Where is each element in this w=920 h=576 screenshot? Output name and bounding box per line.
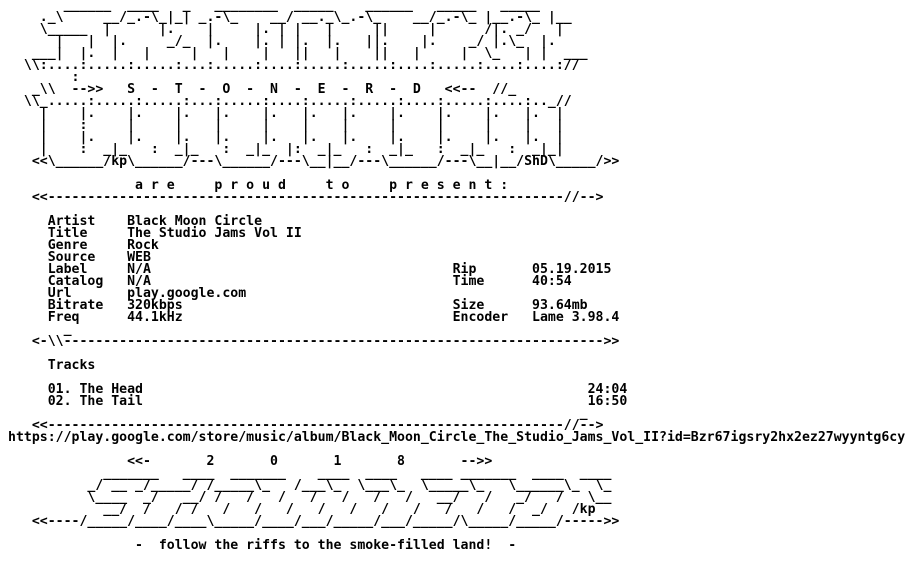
nfo-line: Bitrate 320kbps Size 93.64mb [8,298,588,313]
nfo-line: __/ / / / / / / / / / / / / / _/ /kp [8,502,596,517]
nfo-line: Artist Black Moon Circle [8,214,263,229]
nfo-line: 01. The Head 24:04 [8,382,628,397]
nfo-line: Source WEB [8,250,151,265]
nfo-line: Title The Studio Jams Vol II [8,226,302,241]
nfo-line: Tracks [8,358,96,373]
nfo-line: <-\\------------------------------------… [8,334,620,349]
nfo-line: a r e p r o u d t o p r e s e n t : [8,178,509,193]
nfo-line: Catalog N/A Time 40:54 [8,274,572,289]
nfo-line: ______ ____ _ ________ _____ ______ ____… [8,0,540,13]
nfo-line: | |. |. |. |. |. |. |. |. |. |. |. | [8,106,564,121]
nfo-line: <<\______/kp\______/---\______/---\__|__… [8,154,620,169]
nfo-line: | |. |. |. |. |. |. |. |. |. |. |. | [8,130,564,145]
nfo-line: <<- 2 0 1 8 -->> [8,454,493,469]
nfo-line: 02. The Tail 16:50 [8,394,628,409]
nfo-line: _ [8,322,72,337]
nfo-line: Url play.google.com [8,286,247,301]
nfo-line: <<--------------------------------------… [8,418,604,433]
nfo-line: <<--------------------------------------… [8,190,604,205]
nfo-line: \_____ | |. | |. | | | || | /|. _/ | [8,22,564,37]
nfo-line: : [8,70,80,85]
nfo-line: ._\ __/_.-\_|_| _.-\_ __/ __._\_.-\_ __/… [8,10,572,25]
nfo-line: | : _|_ : _|_ : _|_ |: _|_ : _|_ : _|_ :… [8,142,564,157]
nfo-line: \\_.....:.....:.....:...:.....:....:....… [8,94,572,109]
nfo-line: - follow the riffs to the smoke-filled l… [8,538,517,553]
nfo-line: _______ ____ _______ ____ ____ ____ ____… [8,466,612,481]
nfo-line: Genre Rock [8,238,159,253]
nfo-line: Label N/A Rip 05.19.2015 [8,262,612,277]
nfo-line: ___| |. | | | | | || | || | | \_ | | ___ [8,46,588,61]
nfo-line: _\\ -->> S - T - O - N - E - R - D <<-- … [8,82,517,97]
nfo-line: | : | | | | | | | | | | | [8,118,564,133]
nfo-document: ______ ____ _ ________ _____ ______ ____… [8,0,920,553]
nfo-line: | | |. _/_ |. |. | |. |. ||. |. _/ |.\_ … [8,34,556,49]
nfo-line: _/ __ _/_____/ /_____\_ /___\_ \___\_ \_… [8,478,612,493]
nfo-line [8,348,920,360]
nfo-line: _ [8,406,588,421]
nfo-line: https://play.google.com/store/music/albu… [8,430,906,445]
nfo-line: <<----/_____/____/____\_____/____/___/__… [8,514,620,529]
nfo-line: Freq 44.1kHz Encoder Lame 3.98.4 [8,310,620,325]
nfo-line: \____ _/ __/ / / / / / / / __/ / _/ / \_… [8,490,612,505]
nfo-line: \\:....:.....:.....:...:.....:....:.....… [8,58,580,73]
